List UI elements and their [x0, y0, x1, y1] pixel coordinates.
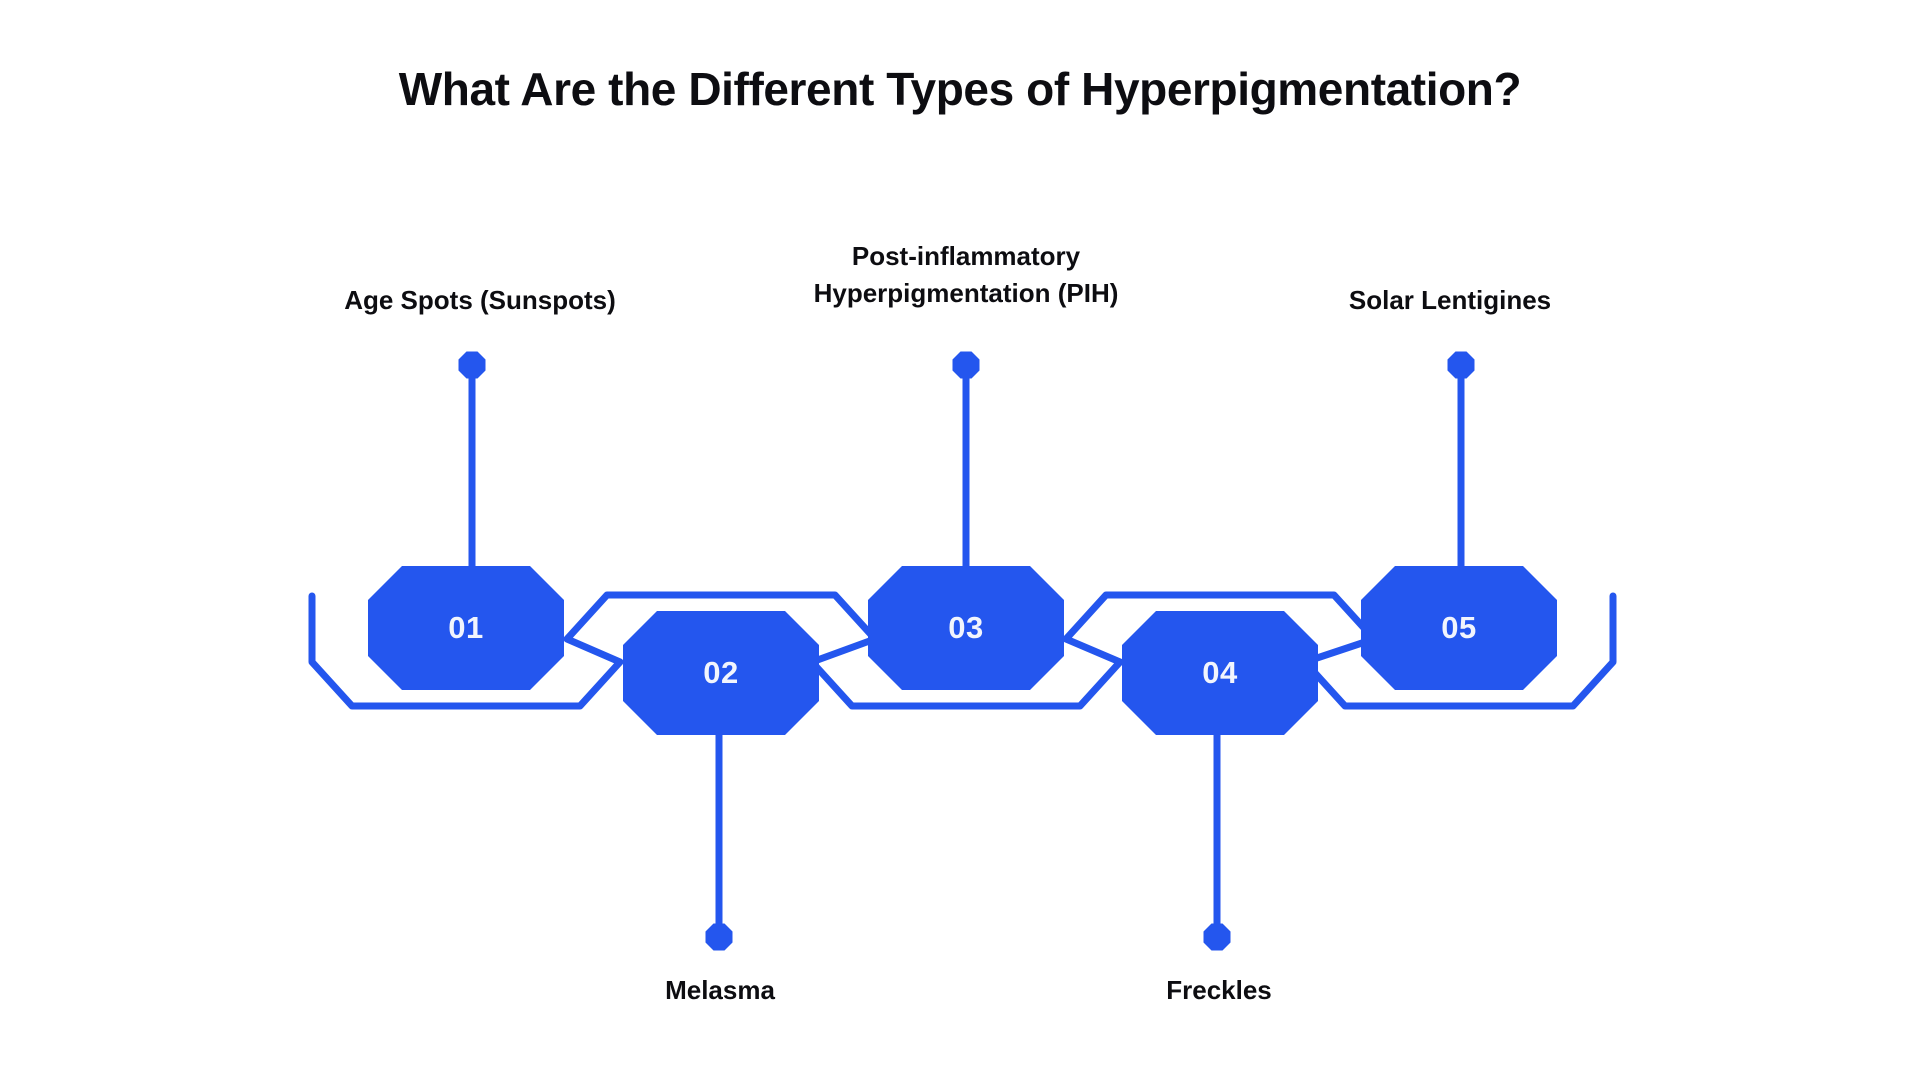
node-label-line: Hyperpigmentation (PIH)	[813, 277, 1119, 308]
badge-03[interactable]	[868, 566, 1064, 690]
chain-outline-path	[308, 591, 1617, 710]
node-label-line: Age Spots (Sunspots)	[344, 285, 616, 315]
badge-number-04: 04	[1202, 655, 1238, 690]
badge-number-03: 03	[948, 610, 984, 645]
node-label-line: Solar Lentigines	[1348, 285, 1552, 315]
node-label-05: Solar Lentigines	[1349, 282, 1551, 319]
connector-dot-03	[952, 351, 980, 379]
connector-dots	[458, 351, 1475, 951]
node-label-line: Post-inflammatory	[851, 241, 1081, 271]
connector-dot-05	[1447, 351, 1475, 379]
badge-02[interactable]	[623, 611, 819, 735]
node-label-01: Age Spots (Sunspots)	[344, 282, 616, 319]
connector-dot-01	[458, 351, 486, 379]
node-label-line: Freckles	[1166, 975, 1272, 1005]
chain-outline	[308, 591, 1617, 710]
node-label-04: Freckles	[1166, 972, 1272, 1009]
node-label-02: Melasma	[665, 972, 775, 1009]
badge-04[interactable]	[1122, 611, 1318, 735]
connector-stems	[468, 365, 1465, 937]
page-title: What Are the Different Types of Hyperpig…	[398, 63, 1522, 115]
badge-number-01: 01	[448, 610, 484, 645]
badge-number-02: 02	[703, 655, 739, 690]
node-label-line: Melasma	[665, 975, 775, 1005]
badge-05[interactable]	[1361, 566, 1557, 690]
badge-number-05: 05	[1441, 610, 1477, 645]
connector-dot-04	[1203, 923, 1231, 951]
badge-shapes	[368, 566, 1557, 735]
badge-01[interactable]	[368, 566, 564, 690]
connector-dot-02	[705, 923, 733, 951]
